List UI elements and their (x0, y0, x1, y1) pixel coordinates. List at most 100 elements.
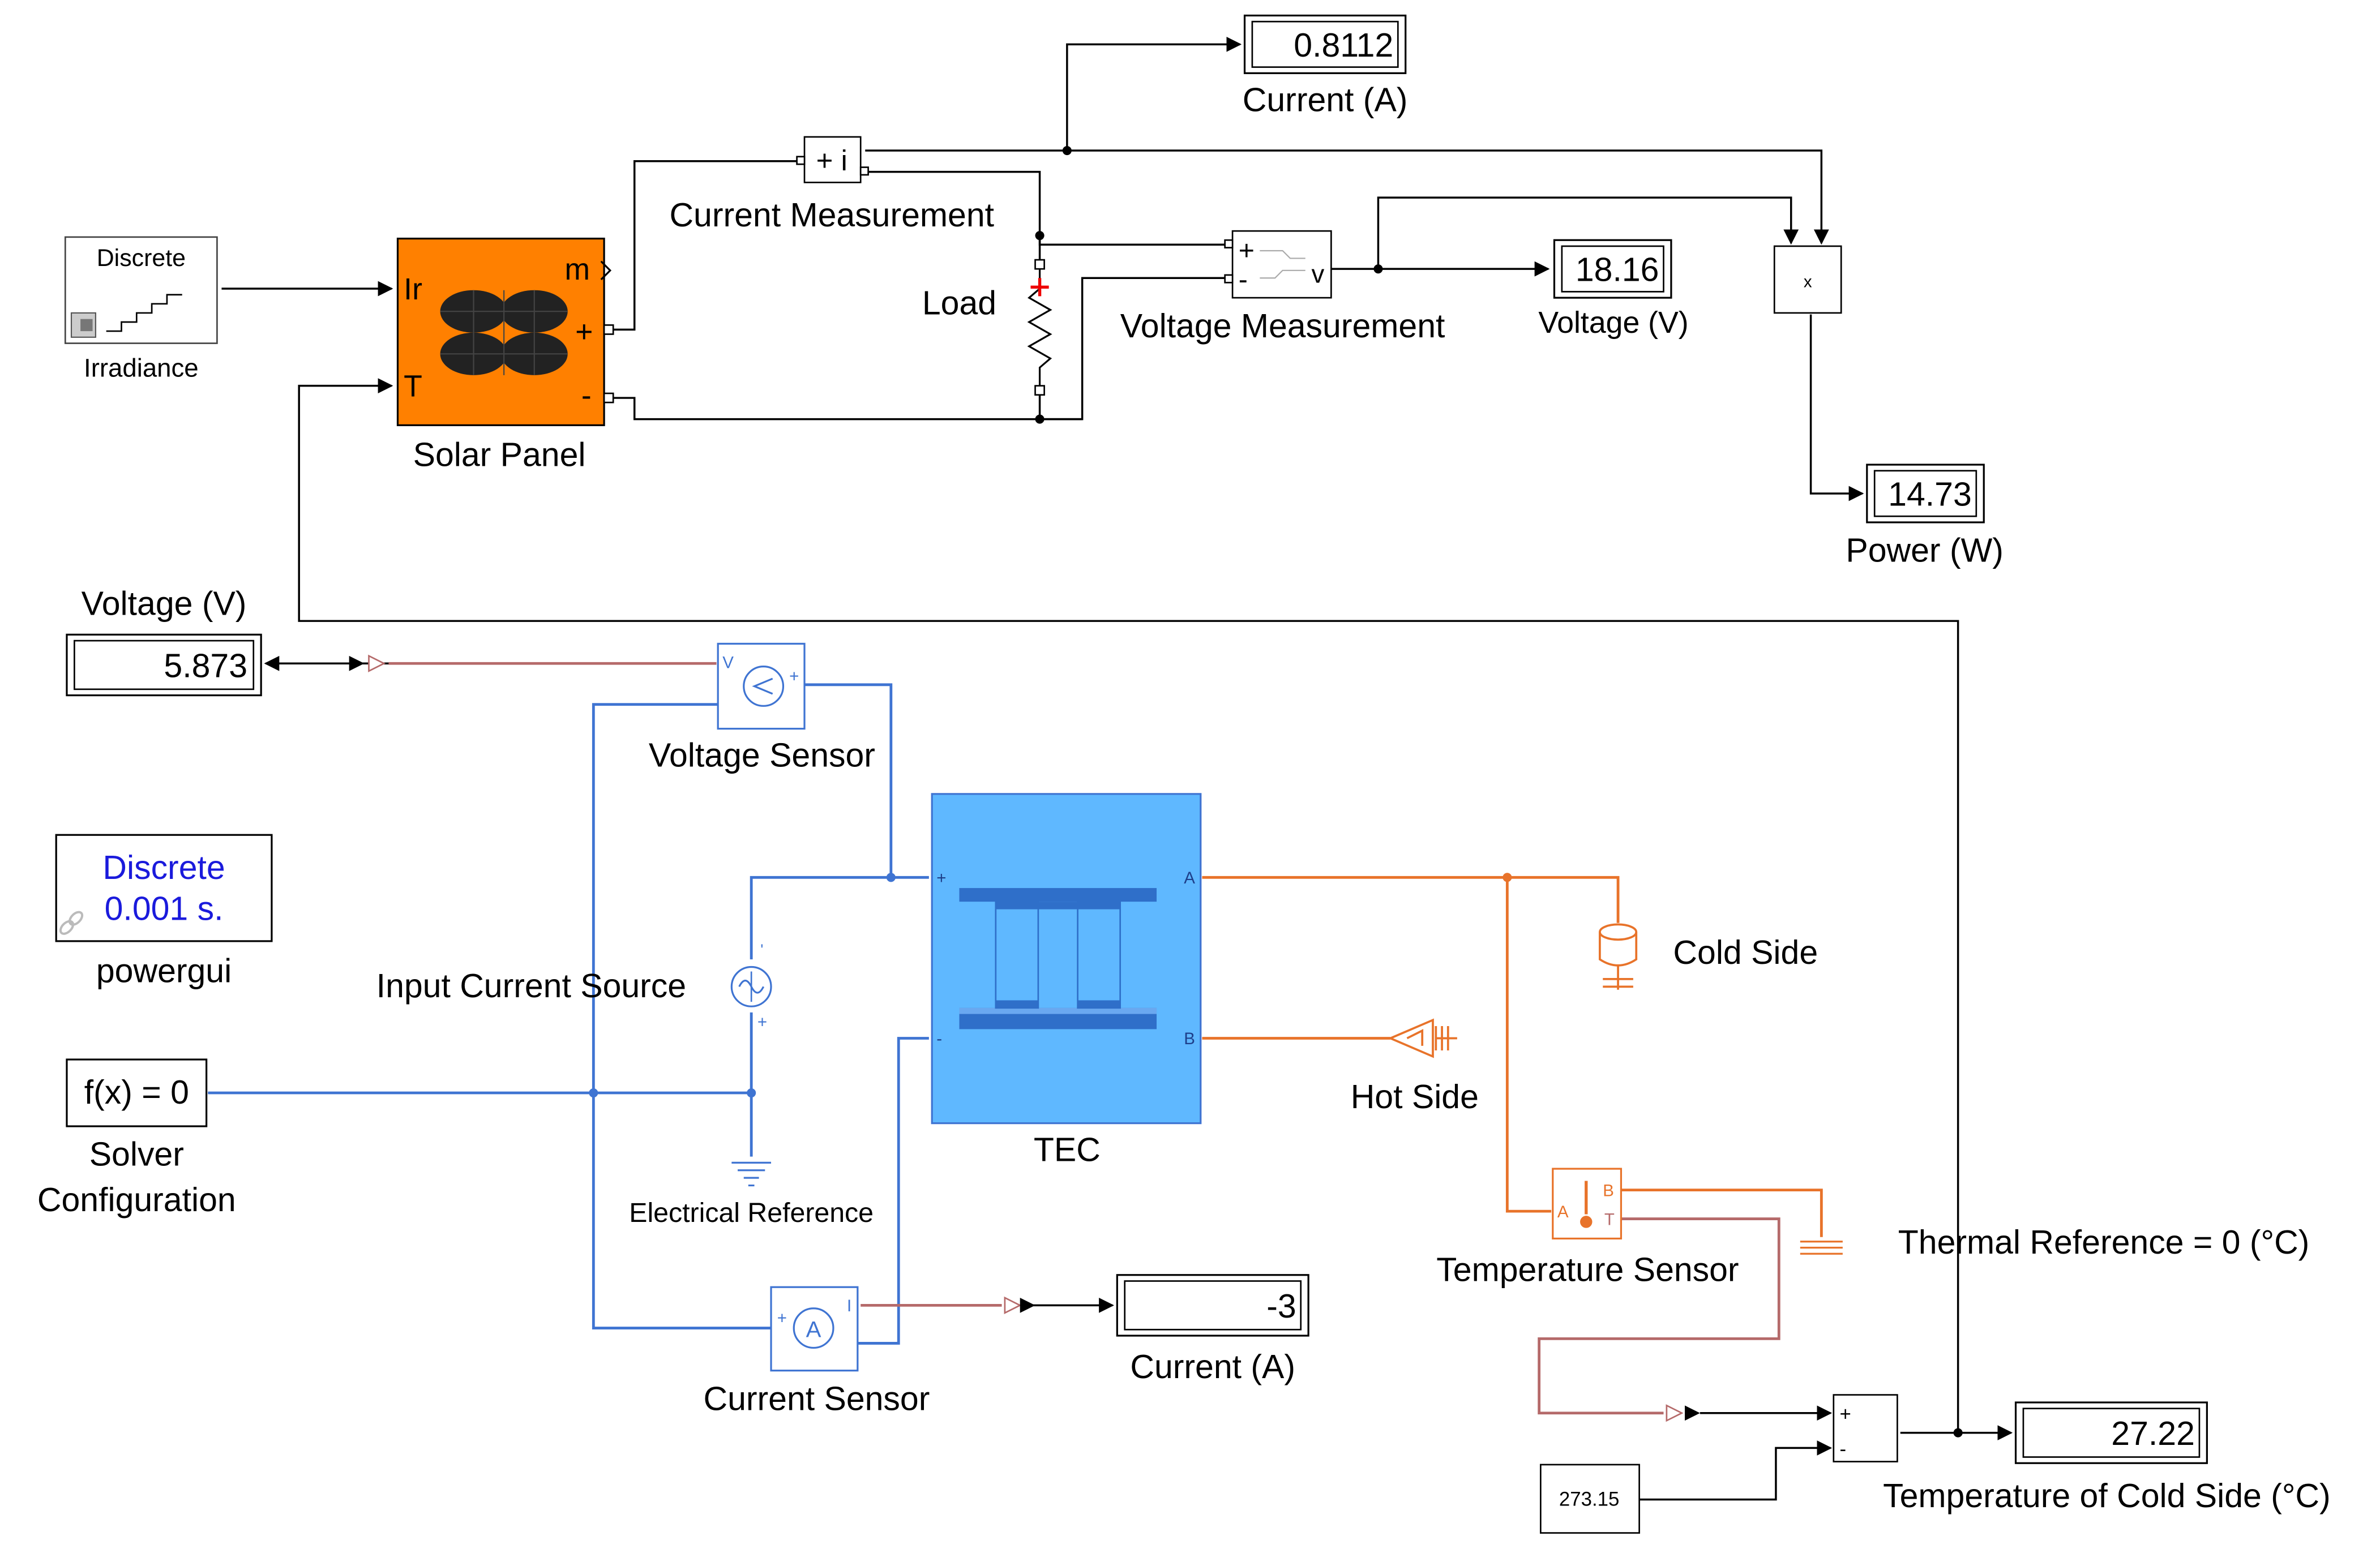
tec-current-display-label: Current (A) (1130, 1349, 1295, 1385)
electrical-reference-block[interactable] (731, 1161, 772, 1187)
tsensor-port-t: T (1604, 1210, 1615, 1229)
tec-voltage-display-label: Voltage (V) (82, 585, 247, 622)
svg-text:+: + (777, 1309, 787, 1328)
tec-top-plate (959, 888, 1157, 902)
wire-voltage-to-product[interactable] (1377, 196, 1799, 269)
tec-port-minus: - (936, 1029, 942, 1048)
ps-converters (349, 654, 1700, 1422)
tsensor-port-a: A (1557, 1203, 1569, 1221)
wire-node-to-vmeas-plus[interactable] (1038, 235, 1227, 246)
vsensor-port-plus: + (789, 667, 799, 685)
powergui-block[interactable]: Discrete 0.001 s. (55, 834, 273, 942)
thermal-wires (1202, 876, 1823, 1237)
wire-panel-plus-to-current-meas[interactable] (613, 160, 804, 331)
current-sensor-block[interactable]: A I + (770, 1286, 859, 1372)
electrical-junctions (589, 873, 896, 1098)
physical-signal-wires (388, 662, 1780, 1415)
wire-tec-a-to-temp-sensor[interactable] (1505, 877, 1552, 1213)
voltage-display-value: 18.16 (1576, 252, 1659, 289)
wire-vsensor-minus[interactable] (592, 703, 721, 1093)
current-display-label: Current (A) (1243, 81, 1408, 118)
cold-side-block[interactable] (1599, 923, 1638, 990)
wire-product-to-power[interactable] (1809, 314, 1864, 501)
wire-current-to-product[interactable] (865, 149, 1829, 245)
tec-block[interactable]: + - A B (931, 793, 1202, 1125)
wire-temp-to-panel-t[interactable] (298, 378, 1959, 1433)
powergui-label: powergui (96, 953, 232, 989)
tec-label: TEC (1034, 1132, 1101, 1169)
thermal-reference-block[interactable] (1800, 1241, 1843, 1255)
link-icon (59, 911, 84, 935)
temperature-display[interactable]: 27.22 (2014, 1401, 2208, 1464)
solar-panel-block[interactable]: Ir T m + - (396, 237, 614, 426)
power-display[interactable]: 14.73 (1866, 464, 1985, 524)
current-sensor-symbol: A (806, 1317, 821, 1342)
wire-tec-a-to-cold-side[interactable] (1202, 876, 1620, 923)
electrical-reference-label: Electrical Reference (629, 1198, 874, 1228)
wire-constant-to-sum-minus[interactable] (1639, 1440, 1833, 1501)
tec-port-plus: + (936, 869, 946, 887)
tec-voltage-display[interactable]: 5.873 (66, 633, 262, 697)
wire-to-current-sensor[interactable] (592, 1093, 772, 1330)
tec-current-display[interactable]: -3 (1116, 1274, 1309, 1337)
input-current-source-label: Input Current Source (376, 968, 686, 1005)
wire-temp-sensor-to-thermal-ref[interactable] (1621, 1189, 1823, 1237)
wire-tsensor-ps[interactable] (1538, 1217, 1780, 1415)
ammeter-icon (793, 1307, 834, 1349)
irradiance-block[interactable]: Discrete (64, 236, 218, 344)
load-resistor[interactable] (1027, 259, 1052, 396)
svg-text:': ' (760, 941, 763, 958)
wire-current-sensor-to-tec-minus[interactable] (857, 1037, 929, 1345)
wire-current-to-display[interactable] (1066, 36, 1242, 151)
voltage-display[interactable]: 18.16 (1553, 239, 1672, 299)
electrical-wires (208, 683, 929, 1345)
input-current-source-block[interactable]: ' + (730, 941, 772, 1032)
temperature-display-value: 27.22 (2111, 1415, 2195, 1452)
current-meas-symbol: + i (816, 144, 847, 177)
solver-block-text: f(x) = 0 (84, 1074, 189, 1111)
current-sensor-label: Current Sensor (704, 1380, 930, 1417)
product-block[interactable]: x (1773, 245, 1842, 314)
cold-side-label: Cold Side (1673, 934, 1818, 971)
power-display-value: 14.73 (1888, 476, 1972, 513)
solver-configuration-block[interactable]: f(x) = 0 (66, 1058, 208, 1127)
current-measurement-label: Current Measurement (669, 197, 994, 234)
voltage-sensor-block[interactable]: V + (717, 642, 806, 730)
vsensor-port-v: V (722, 653, 734, 672)
voltage-sensor-label: Voltage Sensor (649, 737, 875, 774)
temperature-display-label: Temperature of Cold Side (°C) (1883, 1478, 2330, 1515)
constant-block[interactable]: 273.15 (1539, 1464, 1640, 1534)
current-display-value: 0.8112 (1294, 27, 1393, 64)
solar-cells-icon (440, 290, 568, 375)
vmeas-plus: + (1239, 235, 1255, 266)
temperature-sensor-label: Temperature Sensor (1436, 1251, 1739, 1288)
load-label: Load (922, 285, 996, 322)
temperature-sensor-block[interactable]: A B T (1552, 1168, 1623, 1240)
solver-label-1: Solver (89, 1136, 184, 1173)
sum-minus: - (1840, 1438, 1847, 1460)
powergui-line2: 0.001 s. (105, 890, 224, 927)
sum-block[interactable]: + - (1833, 1394, 1898, 1462)
svg-text:+: + (757, 1013, 767, 1032)
wire-panel-minus-to-load[interactable] (613, 397, 1082, 421)
junction-dots (1035, 145, 1963, 1438)
power-display-label: Power (W) (1846, 533, 2003, 569)
tec-voltage-display-value: 5.873 (164, 647, 247, 684)
powergui-line1: Discrete (102, 850, 225, 886)
solver-label-2: Configuration (37, 1182, 236, 1219)
current-display[interactable]: 0.8112 (1243, 14, 1407, 74)
wire-load-to-vmeas-minus[interactable] (1038, 277, 1227, 421)
wire-source-to-tec-plus[interactable] (750, 876, 891, 960)
panel-port-m: m (564, 252, 590, 286)
tec-port-b: B (1184, 1029, 1195, 1048)
wire-vsensor-plus-to-tec[interactable] (804, 683, 929, 879)
hot-side-label: Hot Side (1351, 1079, 1479, 1116)
panel-port-plus: + (575, 315, 593, 349)
constant-value: 273.15 (1559, 1488, 1620, 1510)
panel-port-t: T (404, 369, 422, 403)
product-symbol: x (1804, 272, 1812, 291)
hot-side-block[interactable] (1388, 1018, 1457, 1058)
voltage-measurement-block[interactable]: + - v (1224, 230, 1332, 299)
current-measurement-block[interactable]: + i (796, 136, 869, 183)
